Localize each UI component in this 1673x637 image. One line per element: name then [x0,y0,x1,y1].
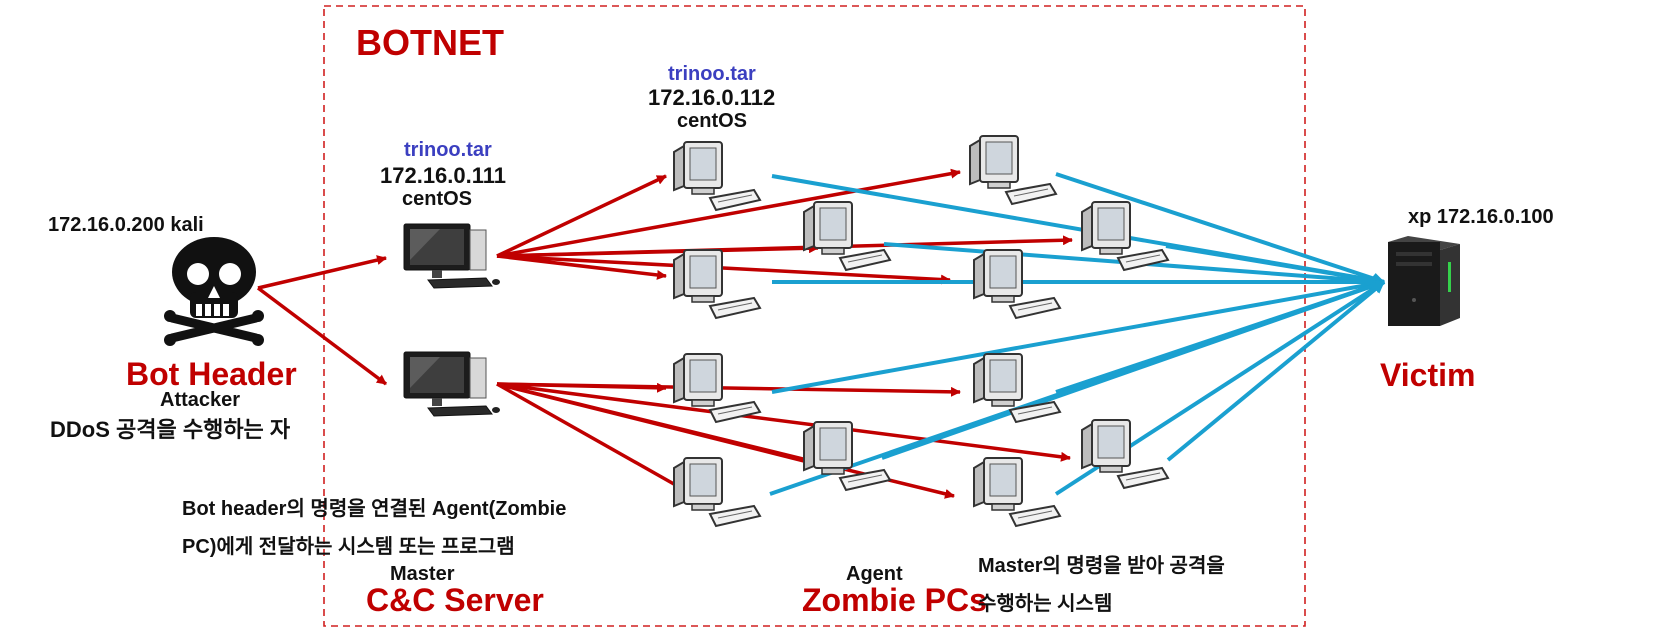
botnet-boundary [323,5,1306,627]
attack-arrow [1165,244,1385,287]
command-arrow [496,168,961,258]
master-computer-icon [403,223,501,289]
agent-description-line2: 수행하는 시스템 [978,593,1113,615]
command-arrow [257,255,387,290]
master-os-label: centOS [402,188,473,210]
attacker-ip-label: 172.16.0.200 kali [48,214,204,236]
agent-computer-icon [673,457,761,527]
command-arrow [496,174,667,258]
victim-ip-label: xp 172.16.0.100 [1408,206,1554,228]
agent-role-title: Zombie PCs [802,582,987,618]
agent-os-label: centOS [677,110,748,132]
agent-computer-icon [673,141,761,211]
agent-ip-label: 172.16.0.112 [648,85,776,110]
master-computer-icon [403,351,501,417]
agent-computer-icon [973,457,1061,527]
attacker-role-title: Bot Header [126,356,297,392]
agent-role-name: Agent [846,563,903,585]
command-arrow [496,254,951,285]
attack-arrow [1166,280,1386,462]
attack-arrow [771,278,1385,394]
agent-computer-icon [973,353,1061,423]
skull-icon [164,237,264,346]
agent-description-line1: Master의 명령을 받아 공격을 [978,555,1225,577]
command-arrow [496,382,689,494]
attacker-role-name: Attacker [160,389,241,411]
master-role-name: Master [390,563,455,585]
master-description-line2: PC)에게 전달하는 시스템 또는 프로그램 [182,536,515,558]
command-arrow [496,382,961,397]
attacker-description: DDoS 공격을 수행하는 자 [50,417,291,442]
agent-computer-icon [803,201,891,271]
agent-computer-icon [969,135,1057,205]
server-tower-icon [1388,236,1460,326]
command-arrow [256,286,388,386]
attack-arrow [769,279,1385,496]
master-ip-label: 172.16.0.111 [380,163,507,188]
master-file-label: trinoo.tar [404,139,492,161]
master-description-line1: Bot header의 명령을 연결된 Agent(Zombie [182,498,567,520]
command-arrow [496,235,1073,258]
agent-computer-icon [673,249,761,319]
attack-arrow [1055,172,1385,285]
command-arrow [496,254,667,280]
master-role-title: C&C Server [366,582,544,618]
victim-role-title: Victim [1380,357,1476,393]
command-arrow [496,382,1071,462]
botnet-title: BOTNET [356,22,504,63]
agent-file-label: trinoo.tar [668,63,756,85]
